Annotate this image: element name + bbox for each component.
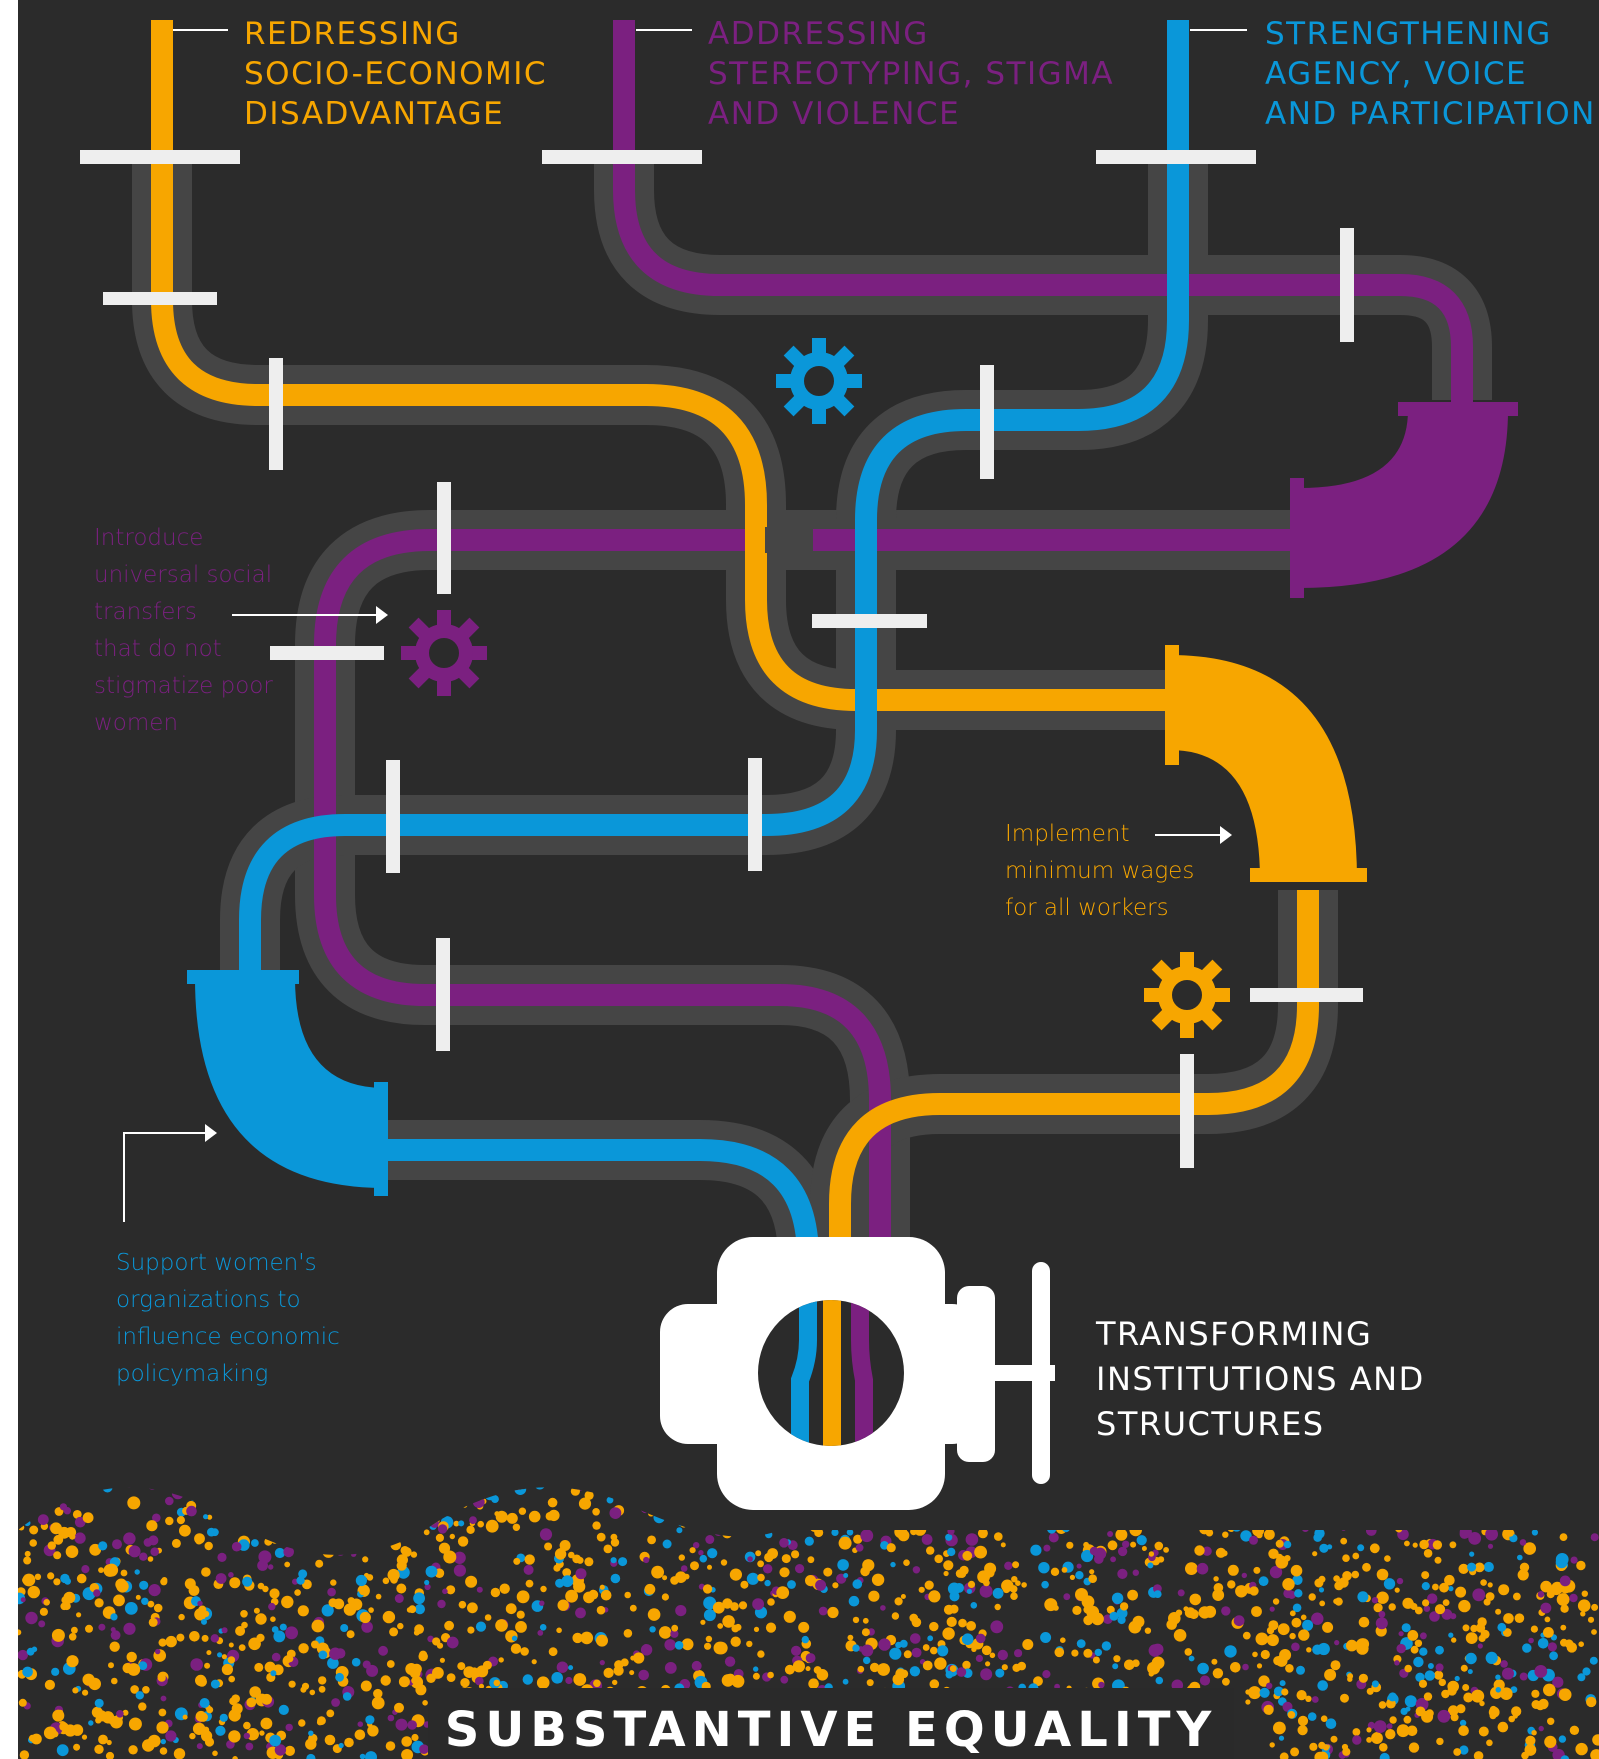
outcome-banner: SUBSTANTIVE EQUALITY [428,1688,1234,1759]
leader-lines [123,29,1247,1222]
orange-pipe-bottom [829,890,1319,1280]
pipe-clamps [80,150,1363,1168]
elbow-pipe-icon [1290,402,1518,598]
pipe-crossing-gap [801,527,813,553]
stream-title-socio-economic: REDRESSING SOCIO-ECONOMIC DISADVANTAGE [244,16,548,132]
orange-pipe-main [151,20,1180,711]
pipe-crossing-gap [765,527,806,553]
purple-pipe-top [613,20,1473,410]
purple-pipe-main [314,529,1300,1280]
outcome-title: SUBSTANTIVE EQUALITY [444,1702,1218,1758]
arrow-right-icon [205,606,1232,1142]
valve-icon [660,1237,1055,1510]
action-minimum-wages: Implement minimum wages for all workers [1005,821,1195,921]
elbow-pipe-icon [187,970,388,1196]
gear-icon [776,338,862,424]
stream-title-stereotyping: ADDRESSING STEREOTYPING, STIGMA AND VIOL… [708,16,1115,132]
left-margin [0,0,18,1759]
gears [401,338,1230,1038]
action-support-womens-organizations: Support women's organizations to influen… [116,1250,340,1387]
action-universal-social-transfers: Introduce universal social transfers tha… [94,525,273,736]
valve-label: TRANSFORMING INSTITUTIONS AND STRUCTURES [1096,1315,1425,1443]
elbow-pipe-icon [1165,645,1367,882]
gear-icon [1144,952,1230,1038]
gear-icon [401,610,487,696]
stream-title-agency-voice: STRENGTHENING AGENCY, VOICE AND PARTICIP… [1265,16,1596,132]
